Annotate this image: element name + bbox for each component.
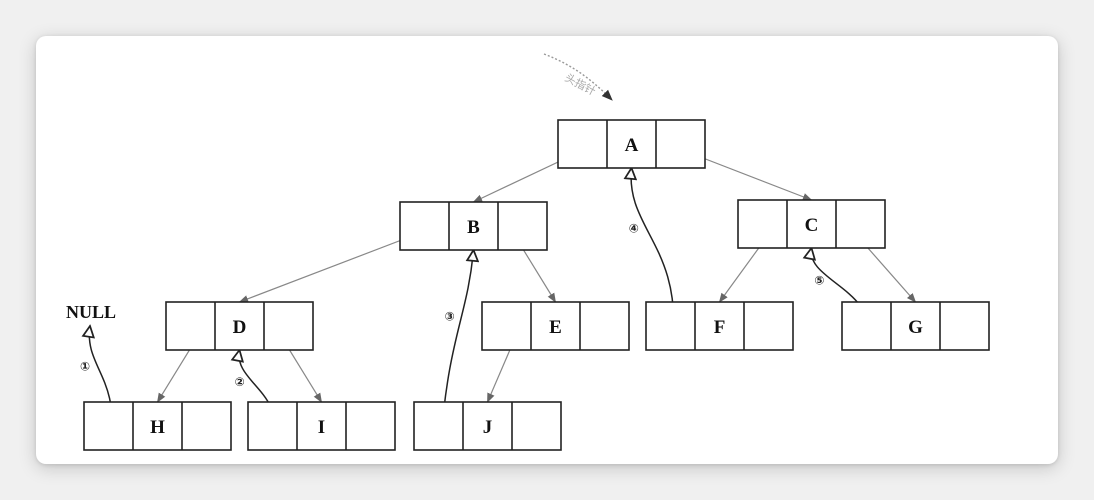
node-label: E xyxy=(549,317,562,338)
node-h: H xyxy=(83,401,232,451)
nodes-layer: A B C D E F G H I J xyxy=(83,119,990,451)
node-label: J xyxy=(483,417,493,438)
null-label: NULL xyxy=(66,302,116,322)
node-box xyxy=(841,301,990,351)
node-label: B xyxy=(467,217,480,238)
node-box xyxy=(481,301,630,351)
thread-number: ④ xyxy=(629,221,639,235)
node-box xyxy=(165,301,314,351)
threaded-binary-tree-diagram: 头指针 ① ② ③ ④ ⑤ A B C D E F G H I J NULL xyxy=(66,53,990,451)
thread-number: ⑤ xyxy=(814,274,824,288)
node-box xyxy=(83,401,232,451)
node-label: I xyxy=(318,417,325,438)
thread-number: ② xyxy=(235,375,245,389)
node-box xyxy=(399,201,548,251)
node-label: C xyxy=(805,215,819,236)
node-label: F xyxy=(714,317,726,338)
node-box xyxy=(645,301,794,351)
root-pointer-label: 头指针 xyxy=(563,70,599,98)
node-label: G xyxy=(908,317,923,338)
edges-layer xyxy=(156,143,917,403)
node-e: E xyxy=(481,301,630,351)
node-box xyxy=(413,401,562,451)
node-d: D xyxy=(165,301,314,351)
node-label: A xyxy=(625,135,639,156)
node-j: J xyxy=(413,401,562,451)
root-pointer: 头指针 xyxy=(543,53,613,101)
node-box xyxy=(737,199,886,249)
node-box xyxy=(557,119,706,169)
thread-number: ① xyxy=(80,359,90,373)
node-g: G xyxy=(841,301,990,351)
node-c: C xyxy=(737,199,886,249)
node-i: I xyxy=(247,401,396,451)
diagram-card: 头指针 ① ② ③ ④ ⑤ A B C D E F G H I J NULL xyxy=(36,36,1058,464)
node-a: A xyxy=(557,119,706,169)
node-label: D xyxy=(233,317,247,338)
node-box xyxy=(247,401,396,451)
node-f: F xyxy=(645,301,794,351)
thread-number: ③ xyxy=(445,310,455,324)
node-label: H xyxy=(150,417,165,438)
node-b: B xyxy=(399,201,548,251)
